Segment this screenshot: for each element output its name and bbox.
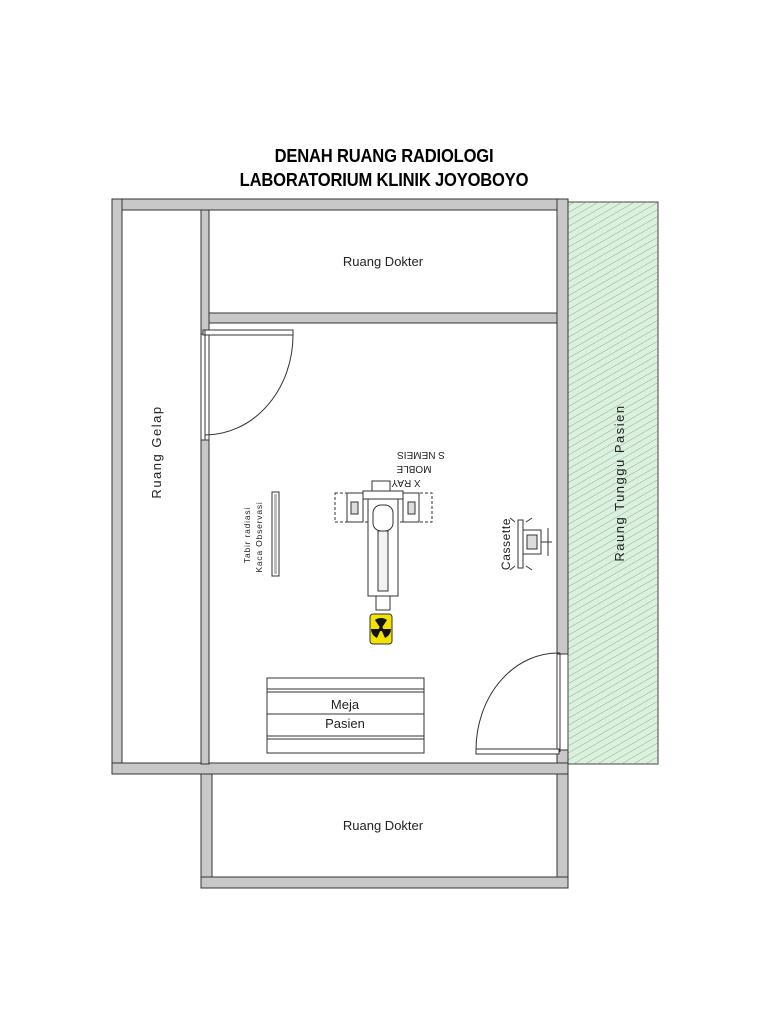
xray-label-line-2: MOBLE <box>396 463 431 474</box>
cassette-stand <box>509 517 552 571</box>
waiting-room-label: Raung Tunggu Pasien <box>612 404 627 561</box>
radiation-warning-icon <box>369 613 393 645</box>
patient-table <box>266 677 425 754</box>
waiting-room <box>567 201 659 765</box>
door-dark-room[interactable] <box>202 329 294 440</box>
dark-room-label: Ruang Gelap <box>149 405 164 498</box>
plan-title-line-1: DENAH RUANG RADIOLOGI <box>274 146 494 166</box>
top-office-label: Ruang Dokter <box>343 254 424 269</box>
xray-label-line-1: X RAY <box>391 477 421 488</box>
plan-title-line-2: LABORATORIUM KLINIK JOYOBOYO <box>239 170 529 190</box>
radiation-shield <box>271 491 280 577</box>
xray-label-line-3: S NEMEIS <box>397 449 445 460</box>
xray-machine <box>334 480 433 611</box>
shield-label-line-2: Kaca Observasi <box>254 501 264 572</box>
shield-label-line-1: Tabir radiasi <box>242 507 252 563</box>
room-interiors <box>121 209 558 878</box>
cassette-label: Cassette <box>499 518 513 570</box>
door-waiting-room[interactable] <box>475 652 561 755</box>
patient-table-label-line-2: Pasien <box>325 716 365 731</box>
bottom-office-label: Ruang Dokter <box>343 818 424 833</box>
walls <box>111 198 569 889</box>
patient-table-label-line-1: Meja <box>331 697 360 712</box>
